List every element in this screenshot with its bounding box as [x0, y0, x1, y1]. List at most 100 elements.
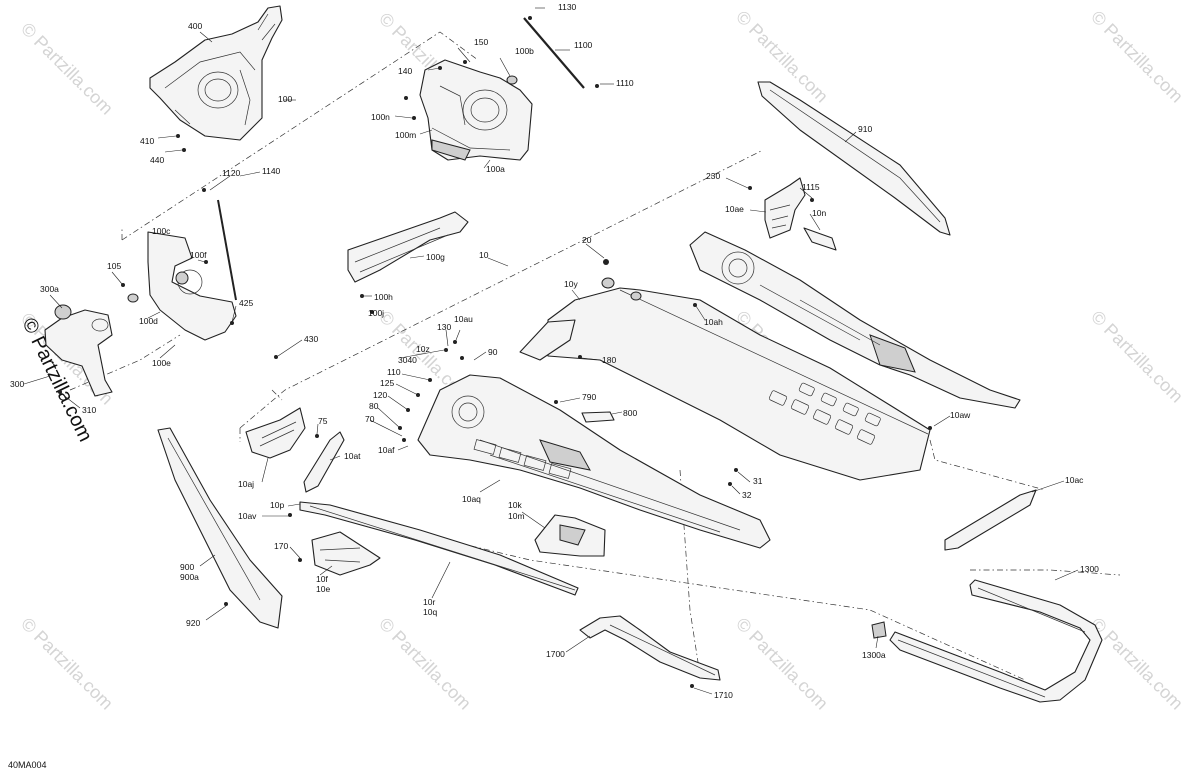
- watermark: © Partzilla.com: [1087, 614, 1187, 714]
- callout-1300: 1300: [1080, 564, 1099, 574]
- callout-920: 920: [186, 618, 200, 628]
- front-frame-100a: [419, 17, 585, 161]
- plate-800: [581, 411, 615, 423]
- callout-1100: 1100: [574, 40, 593, 50]
- callout-110: 110: [387, 367, 401, 377]
- bracket-10k: [534, 514, 606, 557]
- callout-10at: 10at: [344, 451, 361, 461]
- callout-300: 300: [10, 379, 24, 389]
- callout-1700: 1700: [546, 649, 565, 659]
- callout-120: 120: [373, 390, 387, 400]
- side-panel-left: [417, 374, 771, 549]
- callout-10au: 10au: [454, 314, 473, 324]
- leader-lines: [23, 7, 1079, 695]
- callout-140: 140: [398, 66, 412, 76]
- callout-100c: 100c: [152, 226, 171, 236]
- bracket-10ac: [944, 489, 1037, 551]
- plate-10f: [311, 531, 381, 576]
- callout-10aw: 10aw: [950, 410, 971, 420]
- callout-10aj: 10aj: [238, 479, 254, 489]
- callout-10z: 10z: [416, 344, 430, 354]
- callout-10n: 10n: [812, 208, 826, 218]
- watermark: © Partzilla.com: [17, 614, 117, 714]
- callout-1115: 1115: [802, 182, 820, 192]
- callout-10r: 10r: [423, 597, 435, 607]
- callout-90: 90: [488, 347, 498, 357]
- callout-100b: 100b: [515, 46, 534, 56]
- watermark: © Partzilla.com: [1087, 307, 1187, 407]
- callout-310: 310: [82, 405, 96, 415]
- bracket-100c: [127, 199, 237, 341]
- strip-10r: [299, 501, 579, 596]
- callout-180: 180: [602, 355, 616, 365]
- callout-10aq: 10aq: [462, 494, 481, 504]
- watermark: © Partzilla.com: [732, 614, 832, 714]
- rail-910: [757, 81, 951, 236]
- callout-10ae: 10ae: [725, 204, 744, 214]
- callout-10af: 10af: [378, 445, 395, 455]
- watermark: © Partzilla.com: [1087, 7, 1187, 107]
- callout-150: 150: [474, 37, 488, 47]
- callout-900: 900: [180, 562, 194, 572]
- bracket-10ae: [764, 177, 837, 251]
- callout-910: 910: [858, 124, 872, 134]
- callout-410: 410: [140, 136, 154, 146]
- callout-10: 10: [479, 250, 489, 260]
- callout-10ac: 10ac: [1065, 475, 1084, 485]
- callout-20: 20: [582, 235, 592, 245]
- callout-100g: 100g: [426, 252, 445, 262]
- skid-1700: [579, 615, 721, 681]
- callout-100f: 100f: [190, 250, 207, 260]
- callout-100h: 100h: [374, 292, 393, 302]
- callout-1140: 1140: [262, 166, 281, 176]
- callout-75: 75: [318, 416, 328, 426]
- callout-3040: 3040: [398, 355, 417, 365]
- callout-100: 100: [278, 94, 292, 104]
- callout-10f: 10f: [316, 574, 328, 584]
- drawing-number: 40MA004: [8, 760, 47, 770]
- callout-430: 430: [304, 334, 318, 344]
- bumper-300: [44, 304, 113, 397]
- callout-10m: 10m: [508, 511, 525, 521]
- callout-1120: 1120: [222, 168, 241, 178]
- callout-105: 105: [107, 261, 121, 271]
- callout-900a: 900a: [180, 572, 199, 582]
- callout-230: 230: [706, 171, 720, 181]
- callout-10av: 10av: [238, 511, 257, 521]
- callout-170: 170: [274, 541, 288, 551]
- panel-100g: [347, 211, 469, 283]
- callout-1110: 1110: [616, 78, 634, 88]
- callout-800: 800: [623, 408, 637, 418]
- main-tunnel-10: [519, 277, 931, 481]
- rail-900: [157, 427, 283, 629]
- callout-400: 400: [188, 21, 202, 31]
- bracket-10aj: [245, 407, 306, 459]
- callout-1130: 1130: [558, 2, 577, 12]
- callout-70: 70: [365, 414, 375, 424]
- callout-80: 80: [369, 401, 379, 411]
- callout-125: 125: [380, 378, 394, 388]
- callout-31: 31: [753, 476, 763, 486]
- callout-10p: 10p: [270, 500, 284, 510]
- callout-100j: 100j: [368, 308, 384, 318]
- callout-1300a: 1300a: [862, 650, 886, 660]
- callout-10q: 10q: [423, 607, 437, 617]
- callout-10k: 10k: [508, 500, 522, 510]
- callout-100a: 100a: [486, 164, 505, 174]
- callout-425: 425: [239, 298, 253, 308]
- callout-10y: 10y: [564, 279, 578, 289]
- callout-32: 32: [742, 490, 752, 500]
- callout-10ah: 10ah: [704, 317, 723, 327]
- strut-10at: [303, 431, 345, 493]
- callout-100d: 100d: [139, 316, 158, 326]
- side-panel-right: [689, 231, 1021, 409]
- fasteners: [58, 16, 932, 688]
- callout-10e: 10e: [316, 584, 330, 594]
- hoop-1300: [871, 579, 1103, 703]
- watermark: © Partzilla.com: [375, 614, 475, 714]
- callout-130: 130: [437, 322, 451, 332]
- callout-100n: 100n: [371, 112, 390, 122]
- callout-1710: 1710: [714, 690, 733, 700]
- callout-labels: 400 410 440 100 140 150 100b 1130 1100 1…: [10, 2, 1099, 700]
